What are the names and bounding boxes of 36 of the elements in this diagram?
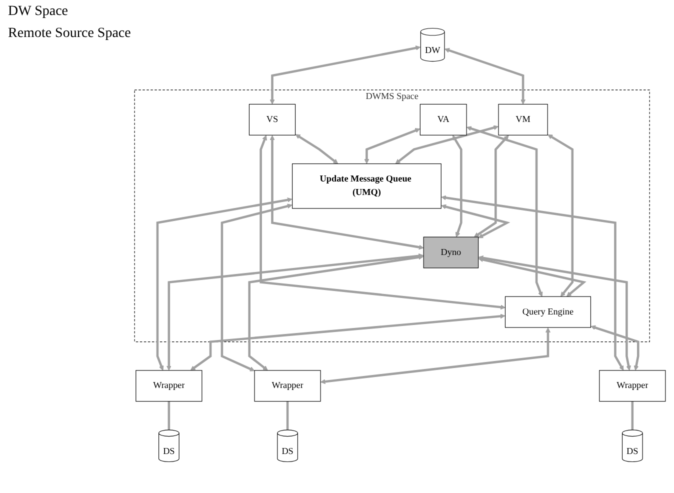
connector (631, 401, 634, 430)
arrow (270, 46, 421, 104)
node-box: Query Engine (504, 296, 591, 328)
node-box: Wrapper (254, 370, 321, 402)
arrow (395, 125, 498, 164)
node-box: VM (498, 104, 548, 136)
arrow (295, 134, 338, 164)
arrow (220, 204, 292, 372)
arrow (452, 135, 462, 238)
node-box: VS (248, 104, 296, 136)
arrow (364, 128, 420, 164)
arrow (478, 255, 632, 371)
node-box: Wrapper (136, 370, 202, 402)
arrow (270, 135, 424, 250)
arrow (590, 325, 640, 371)
node-box: Update Message Queue (UMQ) (292, 163, 442, 209)
node-box: Wrapper (599, 370, 666, 402)
arrow (190, 314, 506, 371)
arrow (166, 253, 424, 371)
arrow (441, 204, 510, 238)
arrow (260, 135, 506, 310)
arrow (156, 197, 292, 371)
arrow (548, 134, 574, 297)
node-box: Dyno (423, 236, 479, 268)
arrow (441, 195, 624, 371)
arrow (444, 48, 526, 104)
arrow (474, 135, 509, 238)
connector (168, 401, 170, 430)
region-label: DW Space (8, 4, 69, 20)
connector (286, 401, 289, 430)
arrow (466, 126, 543, 297)
region-label: Remote Source Space (8, 26, 132, 42)
arrow (320, 327, 550, 384)
arrow (248, 254, 424, 371)
arrow (478, 257, 586, 297)
node-box: VA (420, 104, 467, 136)
